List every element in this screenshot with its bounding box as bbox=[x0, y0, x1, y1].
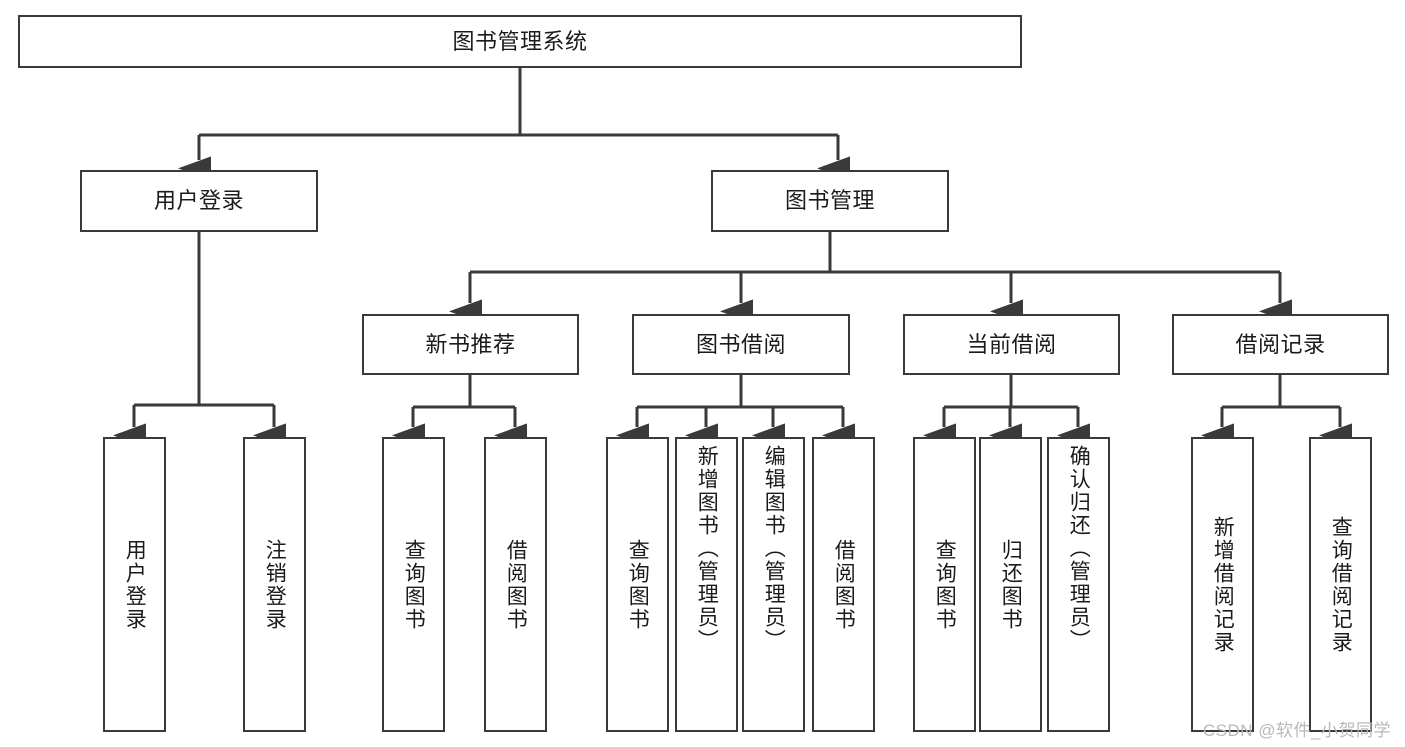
node-book-borrow[interactable]: 图书借阅 bbox=[632, 314, 850, 375]
node-book-manage[interactable]: 图书管理 bbox=[711, 170, 949, 232]
leaf-query-book-recommend-label: 查询图书 bbox=[402, 538, 426, 631]
node-new-book-recommend[interactable]: 新书推荐 bbox=[362, 314, 579, 375]
node-current-borrow-label: 当前借阅 bbox=[966, 331, 1057, 357]
leaf-add-borrow-record-label: 新增借阅记录 bbox=[1211, 515, 1235, 654]
leaf-query-book-current[interactable]: 查询图书 bbox=[913, 437, 976, 732]
leaf-query-borrow-record[interactable]: 查询借阅记录 bbox=[1309, 437, 1372, 732]
node-book-manage-label: 图书管理 bbox=[784, 188, 875, 214]
node-root-label: 图书管理系统 bbox=[452, 28, 588, 54]
leaf-query-book-recommend[interactable]: 查询图书 bbox=[382, 437, 445, 732]
leaf-borrow-book-recommend-label: 借阅图书 bbox=[504, 538, 528, 631]
leaf-logout[interactable]: 注销登录 bbox=[243, 437, 306, 732]
leaf-confirm-return-admin[interactable]: 确认归还（管理员） bbox=[1047, 437, 1110, 732]
leaf-borrow-book-label: 借阅图书 bbox=[832, 538, 856, 631]
node-borrow-record-label: 借阅记录 bbox=[1235, 331, 1326, 357]
leaf-edit-book-admin-label: 编辑图书（管理员） bbox=[762, 445, 786, 652]
csdn-watermark: CSDN @软件_小贺同学 bbox=[1202, 721, 1391, 740]
leaf-query-book-borrow-label: 查询图书 bbox=[626, 538, 650, 631]
leaf-add-book-admin-label: 新增图书（管理员） bbox=[695, 445, 719, 652]
leaf-borrow-book-recommend[interactable]: 借阅图书 bbox=[484, 437, 547, 732]
leaf-edit-book-admin[interactable]: 编辑图书（管理员） bbox=[742, 437, 805, 732]
leaf-logout-label: 注销登录 bbox=[263, 538, 287, 631]
node-new-book-recommend-label: 新书推荐 bbox=[425, 331, 516, 357]
leaf-query-book-borrow[interactable]: 查询图书 bbox=[606, 437, 669, 732]
leaf-query-borrow-record-label: 查询借阅记录 bbox=[1329, 515, 1353, 654]
node-user-login[interactable]: 用户登录 bbox=[80, 170, 318, 232]
node-book-borrow-label: 图书借阅 bbox=[695, 331, 786, 357]
node-user-login-label: 用户登录 bbox=[153, 188, 244, 214]
leaf-query-book-current-label: 查询图书 bbox=[933, 538, 957, 631]
node-root[interactable]: 图书管理系统 bbox=[18, 15, 1022, 68]
leaf-return-book[interactable]: 归还图书 bbox=[979, 437, 1042, 732]
node-current-borrow[interactable]: 当前借阅 bbox=[903, 314, 1120, 375]
leaf-borrow-book[interactable]: 借阅图书 bbox=[812, 437, 875, 732]
leaf-confirm-return-admin-label: 确认归还（管理员） bbox=[1067, 445, 1091, 652]
leaf-add-book-admin[interactable]: 新增图书（管理员） bbox=[675, 437, 738, 732]
leaf-return-book-label: 归还图书 bbox=[999, 538, 1023, 631]
leaf-user-login[interactable]: 用户登录 bbox=[103, 437, 166, 732]
leaf-add-borrow-record[interactable]: 新增借阅记录 bbox=[1191, 437, 1254, 732]
node-borrow-record[interactable]: 借阅记录 bbox=[1172, 314, 1389, 375]
leaf-user-login-label: 用户登录 bbox=[123, 538, 147, 631]
